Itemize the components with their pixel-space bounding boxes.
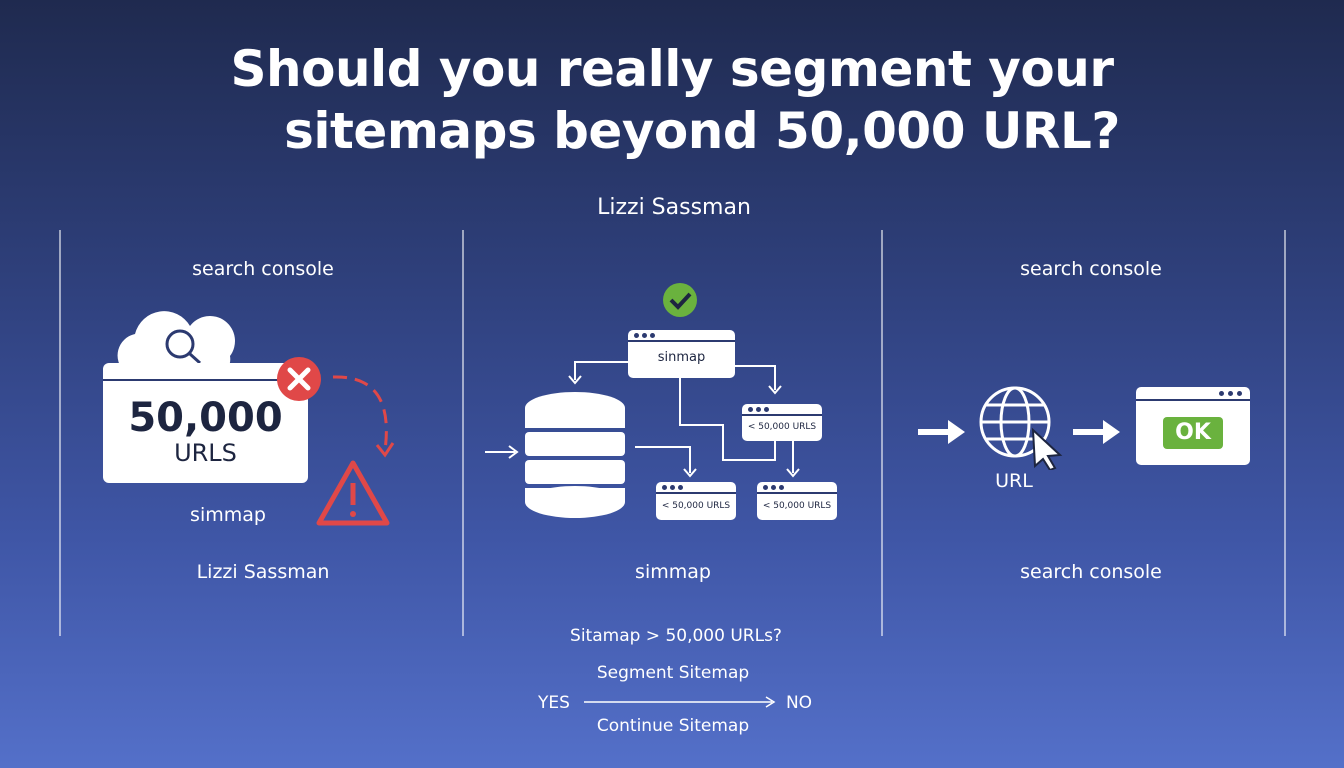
middle-caption: simmap [635, 561, 711, 583]
database-icon [525, 392, 625, 518]
sitemap-flow-lines [485, 283, 800, 518]
divider [462, 230, 464, 636]
arrow-right-icon [1103, 420, 1120, 444]
continue-label: Continue Sitemap [596, 716, 750, 736]
arrow-right-icon [948, 420, 965, 444]
check-icon [663, 283, 697, 317]
segment-label: Segment Sitemap [596, 663, 750, 683]
warning-icon [316, 460, 390, 526]
child-label: < 50,000 URLS [661, 501, 731, 511]
child-sitemap: < 50,000 URLS [757, 482, 837, 520]
divider [59, 230, 61, 636]
child-sitemap: < 50,000 URLS [656, 482, 736, 520]
title-line-2: sitemaps beyond 50,000 URL? [284, 102, 1120, 160]
no-label: NO [785, 693, 813, 713]
error-flow [277, 357, 395, 526]
author-top: Lizzi Sassman [597, 195, 751, 220]
decision-question: Sitamap > 50,000 URLs? [570, 626, 782, 646]
child-sitemap: < 50,000 URLS [742, 404, 822, 441]
sitemap-window: 50,000 URLS [103, 363, 308, 483]
divider [881, 230, 883, 636]
left-author: Lizzi Sassman [196, 561, 330, 583]
ok-window: OK [1136, 387, 1250, 465]
page-title: Should you really segment your sitemaps … [0, 38, 1344, 162]
right-caption: search console [1020, 561, 1162, 583]
sitemap-label: sinmap [657, 350, 706, 365]
right-heading: search console [1020, 258, 1162, 280]
cursor-icon [1031, 427, 1063, 470]
child-label: < 50,000 URLS [762, 501, 832, 511]
url-unit: URLS [174, 439, 237, 467]
sitemap-index-window: sinmap [628, 330, 735, 378]
left-caption: simmap [190, 504, 266, 526]
child-label: < 50,000 URLS [747, 422, 817, 432]
decision-arrow [584, 696, 776, 708]
url-flow [918, 386, 1120, 470]
title-line-1: Should you really segment your [230, 40, 1115, 98]
globe-icon [979, 386, 1051, 458]
ok-badge: OK [1163, 417, 1223, 449]
divider [1284, 230, 1286, 636]
left-heading: search console [192, 258, 334, 280]
cloud-search-icon [117, 311, 235, 372]
url-label: URL [995, 470, 1033, 492]
url-count: 50,000 [128, 395, 283, 441]
yes-label: YES [538, 693, 570, 713]
